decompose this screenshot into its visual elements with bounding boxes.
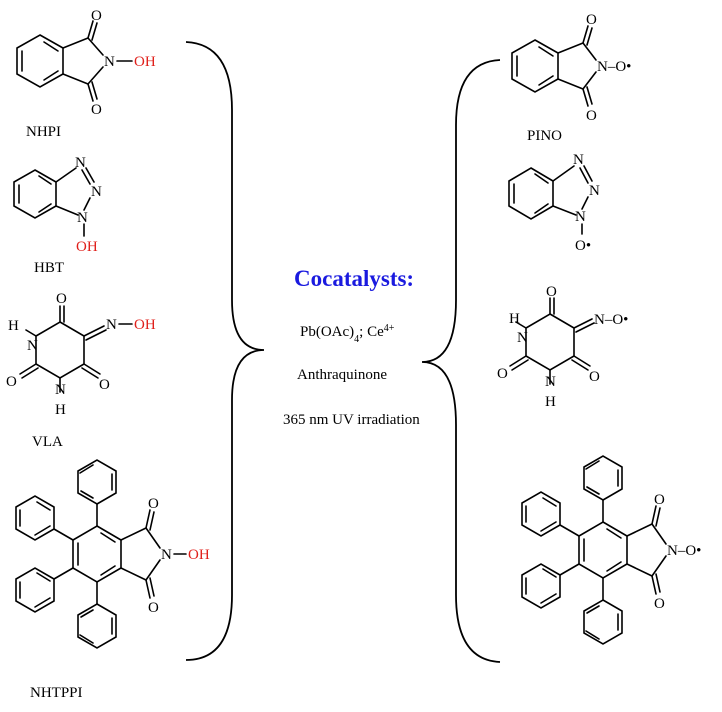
nhpi-label: NHPI — [26, 124, 61, 140]
btno-n1: N — [573, 152, 584, 168]
pino-structure: O O N–O• — [511, 12, 631, 124]
vla-oh: OH — [134, 317, 156, 333]
nhtppi-o-bottom: O — [148, 600, 159, 616]
vlar-n-o-radical: N–O• — [594, 312, 628, 328]
vla-o-left: O — [6, 374, 17, 390]
vlar-o-top: O — [546, 284, 557, 300]
tppino-n-o-radical: N–O• — [667, 543, 701, 559]
vla-n-top: N — [27, 338, 38, 354]
btno-n3: N — [575, 209, 586, 225]
pino-o-top: O — [586, 12, 597, 28]
vlar-h-top: H — [509, 311, 520, 327]
right-brace — [421, 59, 501, 663]
tppino-structure: O O N–O• — [521, 455, 701, 645]
tppino-o-bottom: O — [654, 596, 665, 612]
nhtppi-label: NHTPPI — [30, 685, 83, 701]
pino-label: PINO — [527, 128, 562, 144]
hbt-label: HBT — [34, 260, 64, 276]
vlar-h-bottom: H — [545, 394, 556, 410]
hbt-oh: OH — [76, 239, 98, 255]
btno-structure: N N N O• — [508, 152, 600, 254]
nhpi-o-top: O — [91, 8, 102, 24]
hbt-n2: N — [91, 184, 102, 200]
vla-n-bottom: N — [55, 382, 66, 398]
pino-o-bottom: O — [586, 108, 597, 124]
nhpi-o-bottom: O — [91, 102, 102, 118]
condition-uv: 365 nm UV irradiation — [283, 412, 420, 428]
hbt-n1: N — [75, 155, 86, 171]
btno-n2: N — [589, 183, 600, 199]
vla-h-bottom: H — [55, 402, 66, 418]
vla-o-top: O — [56, 291, 67, 307]
vla-radical-structure: O H N N–O• O O N H — [497, 284, 628, 410]
nhpi-oh: OH — [134, 54, 156, 70]
btno-o-radical: O• — [575, 238, 591, 254]
hbt-n3: N — [77, 210, 88, 226]
nhpi-structure: O O N OH — [16, 8, 156, 118]
nhtppi-n: N — [161, 547, 172, 563]
vla-n-oxime: N — [106, 317, 117, 333]
vla-label: VLA — [32, 434, 63, 450]
vla-o-right: O — [99, 377, 110, 393]
condition-anthraquinone: Anthraquinone — [297, 367, 387, 383]
nhpi-n: N — [104, 54, 115, 70]
vlar-o-left: O — [497, 366, 508, 382]
nhtppi-structure: O O N OH — [15, 459, 210, 649]
tppino-o-top: O — [654, 492, 665, 508]
pino-n-o-radical: N–O• — [597, 59, 631, 75]
vla-h-top: H — [8, 318, 19, 334]
vlar-n-top: N — [517, 330, 528, 346]
left-brace — [185, 41, 265, 661]
nhtppi-oh: OH — [188, 547, 210, 563]
vlar-n-bottom: N — [545, 374, 556, 390]
nhtppi-o-top: O — [148, 496, 159, 512]
vla-structure: O H N N OH O O N H — [6, 291, 156, 418]
condition-pb-ce: Pb(OAc)4; Ce4+ — [300, 323, 395, 345]
vlar-o-right: O — [589, 369, 600, 385]
hbt-structure: N N N OH — [13, 155, 102, 255]
cocatalysts-title: Cocatalysts: — [294, 266, 414, 291]
